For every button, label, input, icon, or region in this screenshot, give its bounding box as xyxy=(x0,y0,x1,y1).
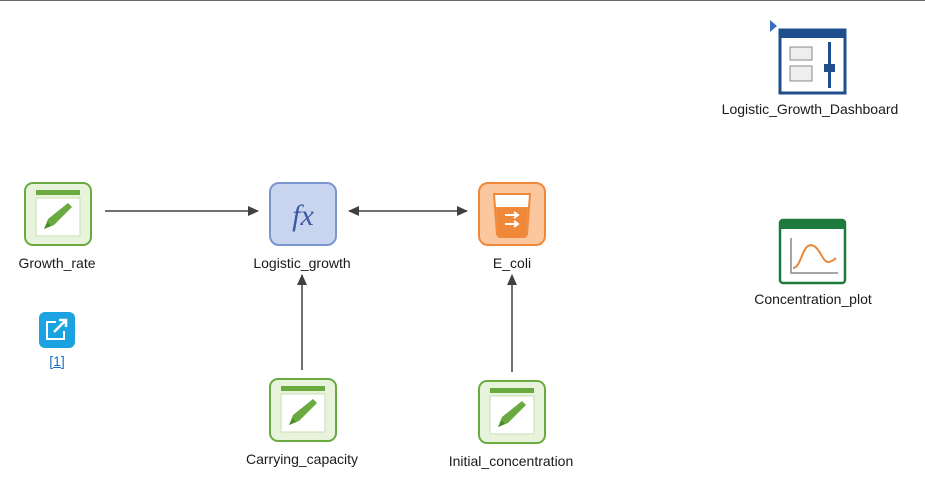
beaker-icon[interactable] xyxy=(478,182,546,246)
node-label: Concentration_plot xyxy=(754,291,872,307)
plot-icon[interactable] xyxy=(778,218,848,286)
dashboard-icon[interactable] xyxy=(768,20,848,96)
pencil-variable-icon[interactable] xyxy=(478,380,546,444)
node-label: Growth_rate xyxy=(18,255,96,271)
node-label: Initial_concentration xyxy=(448,453,574,469)
node-label: Logistic_growth xyxy=(253,255,351,271)
function-fx-icon[interactable]: fx xyxy=(269,182,337,246)
pencil-variable-icon[interactable] xyxy=(24,182,92,246)
svg-text:fx: fx xyxy=(292,199,314,232)
node-label: Logistic_Growth_Dashboard xyxy=(721,101,899,117)
node-label: E_coli xyxy=(492,255,532,271)
top-divider xyxy=(0,0,925,1)
pencil-variable-icon[interactable] xyxy=(269,378,337,442)
external-link-icon[interactable] xyxy=(38,311,76,349)
node-label: Carrying_capacity xyxy=(245,451,359,467)
external-link-label[interactable]: [1] xyxy=(49,353,65,369)
